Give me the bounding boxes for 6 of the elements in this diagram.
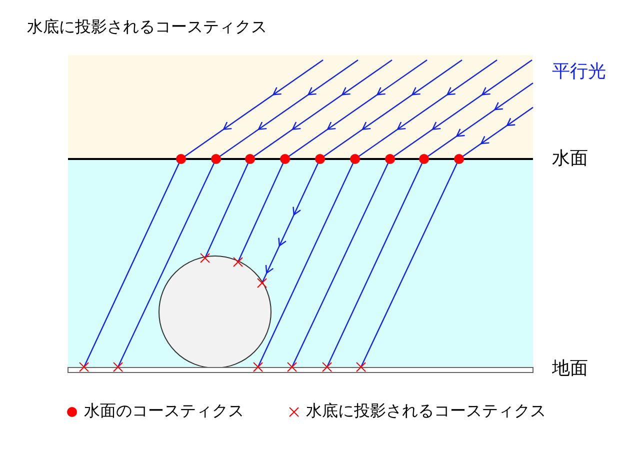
light-label: 平行光 [552,63,606,81]
surface-label: 水面 [552,150,588,168]
legend-text: 水底に投影されるコースティクス [306,403,546,419]
ground-label: 地面 [552,360,588,378]
legend-text: 水面のコースティクス [84,403,244,419]
diagram-title: 水底に投影されるコースティクス [27,19,267,35]
